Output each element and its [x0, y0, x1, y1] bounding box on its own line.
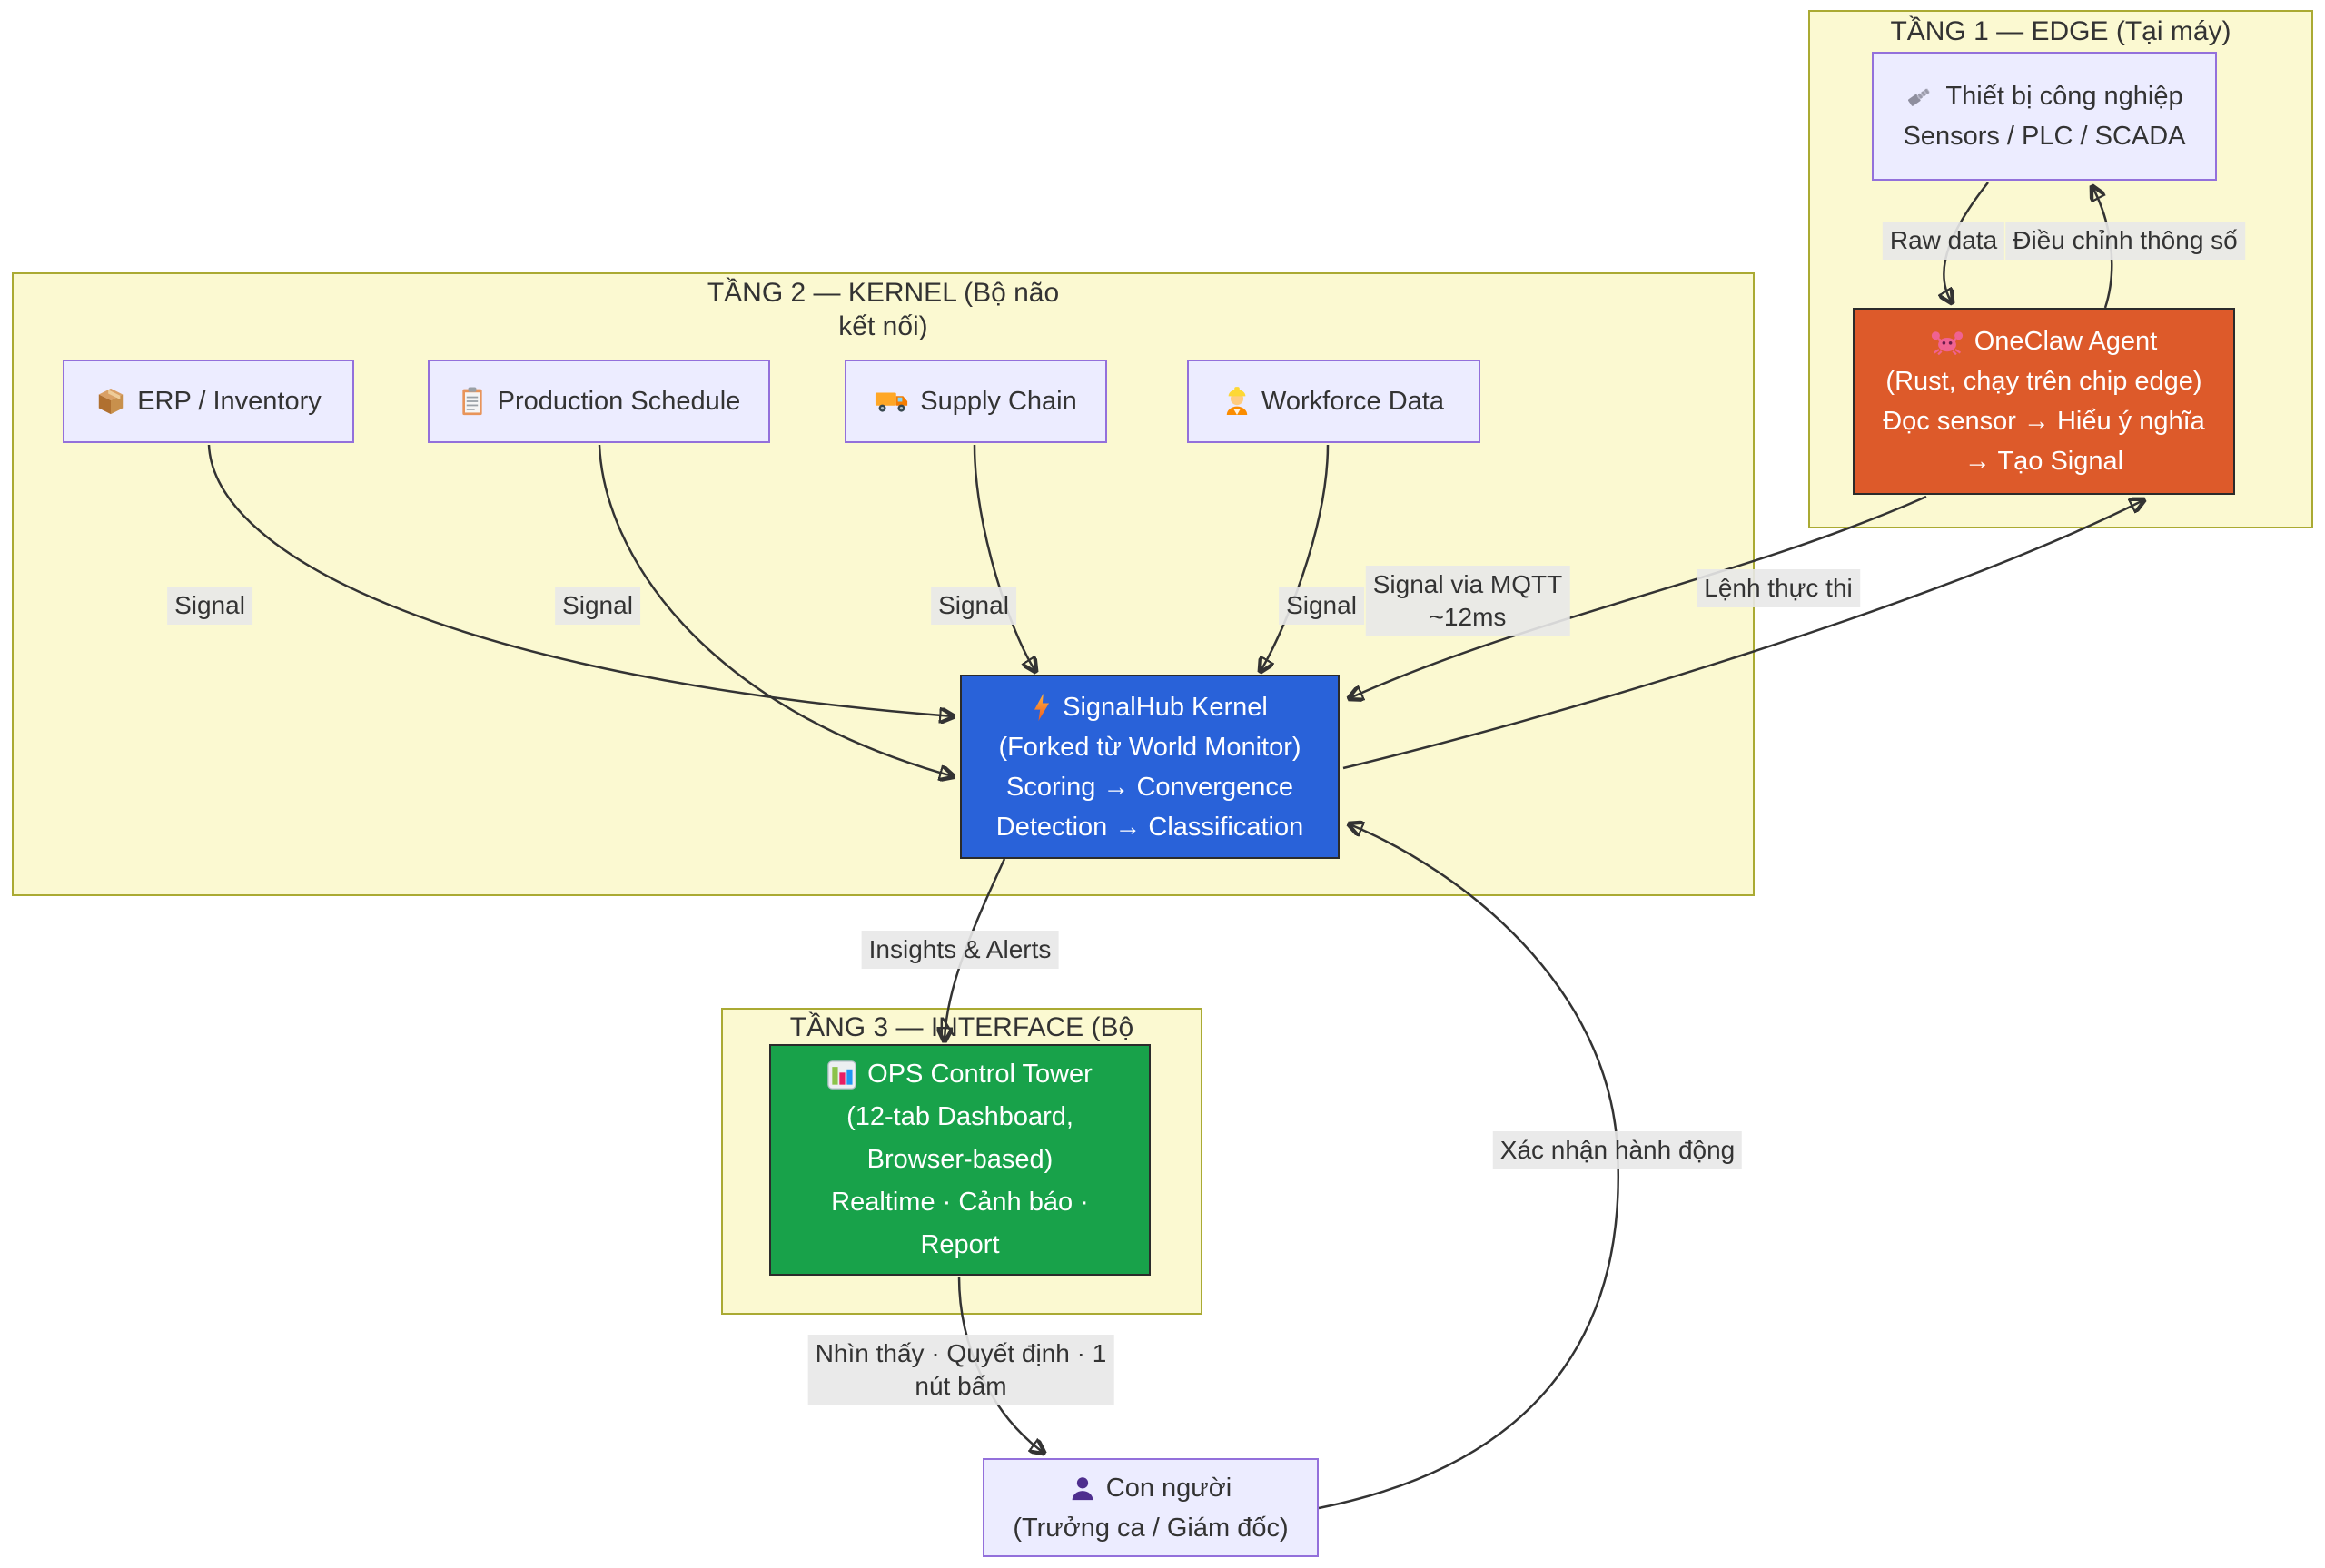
kernel-line1: SignalHub Kernel [1032, 687, 1268, 727]
edge-label-insights: Insights & Alerts [861, 931, 1059, 969]
see-decide-line2: nút bấm [915, 1372, 1007, 1400]
supply-line: Supply Chain [875, 381, 1077, 421]
tier1-title: TẦNG 1 — EDGE (Tại máy) [1890, 16, 2231, 46]
human-line1: Con người [1070, 1468, 1232, 1508]
node-erp-inventory: ERP / Inventory [63, 360, 354, 443]
edge-label-signal-4: Signal [1279, 587, 1364, 625]
edge-label-signal-1: Signal [167, 587, 252, 625]
tier3-title: TẦNG 3 — INTERFACE (Bộ [789, 1012, 1134, 1042]
human-label: Con người [1105, 1473, 1232, 1503]
devices-label: Thiết bị công nghiệp [1945, 82, 2183, 111]
truck-icon [876, 392, 908, 412]
edge-label-signal-3: Signal [931, 587, 1016, 625]
kernel-label: SignalHub Kernel [1063, 692, 1268, 722]
production-line: Production Schedule [458, 381, 741, 421]
node-industrial-devices: Thiết bị công nghiệp Sensors / PLC / SCA… [1872, 52, 2217, 181]
edge-label-see-decide: Nhìn thấy · Quyết định · 1 nút bấm [807, 1335, 1114, 1405]
oneclaw-label: OneClaw Agent [1974, 327, 2158, 356]
node-workforce-data: Workforce Data [1187, 360, 1480, 443]
edge-label-signal-mqtt: Signal via MQTT ~12ms [1365, 566, 1570, 636]
node-production-schedule: Production Schedule [428, 360, 770, 443]
production-label: Production Schedule [497, 387, 741, 416]
erp-label: ERP / Inventory [137, 387, 322, 416]
edge-label-raw-data: Raw data [1882, 222, 2005, 260]
oneclaw-line1: OneClaw Agent [1931, 321, 2158, 361]
clipboard-icon [462, 387, 482, 416]
kernel-line2: (Forked từ World Monitor) [998, 732, 1301, 762]
ops-label: OPS Control Tower [867, 1060, 1093, 1089]
devices-line1: Thiết bị công nghiệp [1905, 76, 2183, 116]
erp-line: ERP / Inventory [95, 381, 322, 421]
tier2-title-line1: TẦNG 2 — KERNEL (Bộ não [707, 278, 1060, 308]
node-signalhub-kernel: SignalHub Kernel (Forked từ World Monito… [960, 675, 1340, 859]
workforce-line: Workforce Data [1223, 381, 1444, 421]
package-icon [98, 388, 124, 415]
node-ops-control-tower: OPS Control Tower (12-tab Dashboard, Bro… [769, 1044, 1151, 1276]
ops-line1: OPS Control Tower [827, 1053, 1093, 1096]
node-supply-chain: Supply Chain [845, 360, 1107, 443]
oneclaw-line2: (Rust, chạy trên chip edge) [1885, 367, 2202, 396]
mqtt-label-line2: ~12ms [1429, 603, 1507, 631]
ops-line2: (12-tab Dashboard, [846, 1102, 1073, 1131]
tier2-title-line2: kết nối) [838, 311, 928, 341]
edge-label-command: Lệnh thực thi [1697, 569, 1860, 607]
edge-label-adjust-params: Điều chỉnh thông số [2005, 222, 2245, 260]
supply-label: Supply Chain [920, 387, 1077, 416]
tier2-title: TẦNG 2 — KERNEL (Bộ não kết nối) [12, 276, 1755, 343]
worker-icon [1226, 387, 1248, 415]
ops-line3: Browser-based) [866, 1145, 1054, 1174]
ops-line4: Realtime · Cảnh báo · [831, 1188, 1089, 1217]
ops-line5: Report [920, 1230, 1000, 1259]
node-human: Con người (Trưởng ca / Giám đốc) [983, 1458, 1319, 1557]
human-sublabel: (Trưởng ca / Giám đốc) [1013, 1513, 1289, 1543]
see-decide-line1: Nhìn thấy · Quyết định · 1 [815, 1339, 1107, 1367]
lightning-icon [1034, 693, 1050, 721]
edge-label-confirm-action: Xác nhận hành động [1492, 1131, 1743, 1169]
person-icon [1072, 1476, 1093, 1500]
bar-chart-icon [827, 1060, 856, 1090]
node-oneclaw-agent: OneClaw Agent (Rust, chạy trên chip edge… [1853, 308, 2235, 495]
kernel-line3: Scoring → Convergence [1006, 772, 1293, 802]
mqtt-label-line1: Signal via MQTT [1372, 570, 1563, 598]
oneclaw-line3: Đọc sensor → Hiểu ý nghĩa [1883, 407, 2205, 436]
devices-sublabel: Sensors / PLC / SCADA [1903, 122, 2186, 151]
kernel-line4: Detection → Classification [995, 812, 1304, 842]
workforce-label: Workforce Data [1261, 387, 1444, 416]
nut-and-bolt-icon [1908, 88, 1931, 106]
oneclaw-line4: → Tạo Signal [1964, 447, 2124, 476]
crab-icon [1931, 331, 1963, 355]
edge-label-signal-2: Signal [555, 587, 640, 625]
